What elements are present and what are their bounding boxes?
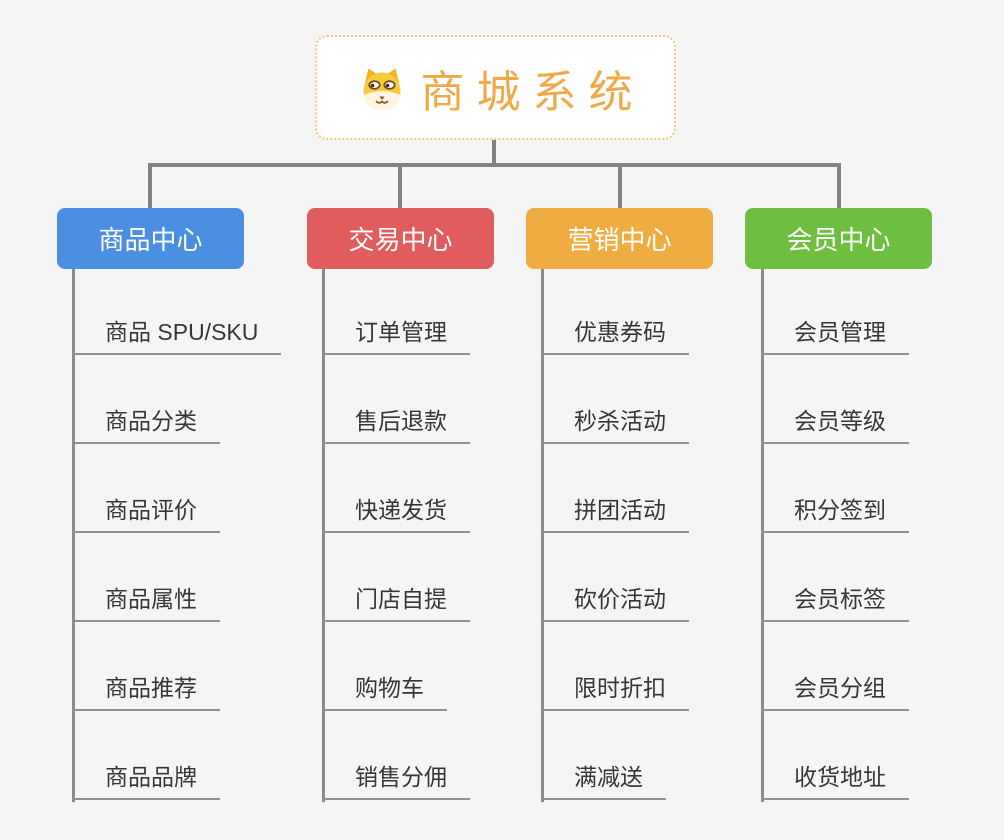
leaf-node[interactable]: 商品属性: [72, 572, 220, 622]
branch-children-product-center: 商品 SPU/SKU 商品分类 商品评价 商品属性 商品推荐 商品品牌: [72, 269, 292, 804]
leaf-node[interactable]: 销售分佣: [322, 750, 470, 800]
branch-children-trade-center: 订单管理 售后退款 快递发货 门店自提 购物车 销售分佣: [322, 269, 542, 804]
connector-drop-product: [148, 163, 152, 209]
leaf-node[interactable]: 砍价活动: [541, 572, 689, 622]
leaf-node[interactable]: 订单管理: [322, 305, 470, 355]
leaf-node[interactable]: 购物车: [322, 661, 447, 711]
leaf-node[interactable]: 商品品牌: [72, 750, 220, 800]
connector-trunk: [72, 269, 75, 802]
leaf-node[interactable]: 会员等级: [761, 394, 909, 444]
connector-trunk: [322, 269, 325, 802]
leaf-node[interactable]: 收货地址: [761, 750, 909, 800]
branch-node-member-center[interactable]: 会员中心: [745, 208, 932, 269]
branch-node-trade-center[interactable]: 交易中心: [307, 208, 494, 269]
leaf-node[interactable]: 售后退款: [322, 394, 470, 444]
leaf-node[interactable]: 快递发货: [322, 483, 470, 533]
leaf-node[interactable]: 商品评价: [72, 483, 220, 533]
root-node[interactable]: 商城系统: [315, 35, 676, 140]
branch-node-product-center[interactable]: 商品中心: [57, 208, 244, 269]
leaf-node[interactable]: 商品分类: [72, 394, 220, 444]
leaf-node[interactable]: 积分签到: [761, 483, 909, 533]
leaf-node[interactable]: 商品 SPU/SKU: [72, 305, 282, 355]
leaf-node[interactable]: 拼团活动: [541, 483, 689, 533]
connector-horizontal-bar: [148, 163, 841, 167]
branch-children-member-center: 会员管理 会员等级 积分签到 会员标签 会员分组 收货地址: [761, 269, 981, 804]
connector-root-stub: [492, 139, 496, 164]
leaf-node[interactable]: 会员分组: [761, 661, 909, 711]
leaf-node[interactable]: 满减送: [541, 750, 666, 800]
branch-children-marketing-center: 优惠券码 秒杀活动 拼团活动 砍价活动 限时折扣 满减送: [541, 269, 761, 804]
branch-node-marketing-center[interactable]: 营销中心: [526, 208, 713, 269]
leaf-node[interactable]: 优惠券码: [541, 305, 689, 355]
leaf-node[interactable]: 秒杀活动: [541, 394, 689, 444]
leaf-node[interactable]: 限时折扣: [541, 661, 689, 711]
connector-drop-member: [837, 163, 841, 209]
leaf-node[interactable]: 会员标签: [761, 572, 909, 622]
connector-trunk: [541, 269, 544, 802]
leaf-node[interactable]: 门店自提: [322, 572, 470, 622]
connector-drop-marketing: [618, 163, 622, 209]
connector-trunk: [761, 269, 764, 802]
leaf-node[interactable]: 会员管理: [761, 305, 909, 355]
root-label: 商城系统: [420, 67, 645, 117]
connector-drop-trade: [398, 163, 402, 209]
dog-mascot-icon: [359, 64, 405, 112]
leaf-node[interactable]: 商品推荐: [72, 661, 220, 711]
